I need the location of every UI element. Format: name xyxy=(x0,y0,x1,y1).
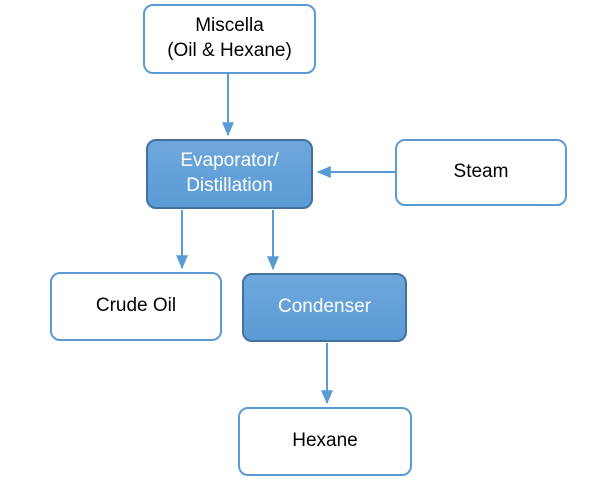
node-crude-oil-label: Crude Oil xyxy=(95,295,177,317)
node-evaporator-label-line1: Evaporator/ xyxy=(180,150,279,172)
node-evaporator-label-line2: Distillation xyxy=(186,175,273,196)
node-evaporator-distillation: Evaporator/ Distillation xyxy=(146,139,313,209)
node-hexane-label: Hexane xyxy=(292,430,358,452)
node-steam-label: Steam xyxy=(453,161,509,183)
node-miscella-label-line1: Miscella xyxy=(195,15,264,37)
node-steam: Steam xyxy=(395,139,567,206)
node-miscella-label-line2: (Oil & Hexane) xyxy=(167,40,292,61)
node-miscella: Miscella (Oil & Hexane) xyxy=(143,4,316,74)
node-crude-oil: Crude Oil xyxy=(50,272,222,341)
node-hexane: Hexane xyxy=(238,407,412,476)
node-condenser: Condenser xyxy=(242,273,407,342)
node-condenser-label: Condenser xyxy=(278,296,371,318)
